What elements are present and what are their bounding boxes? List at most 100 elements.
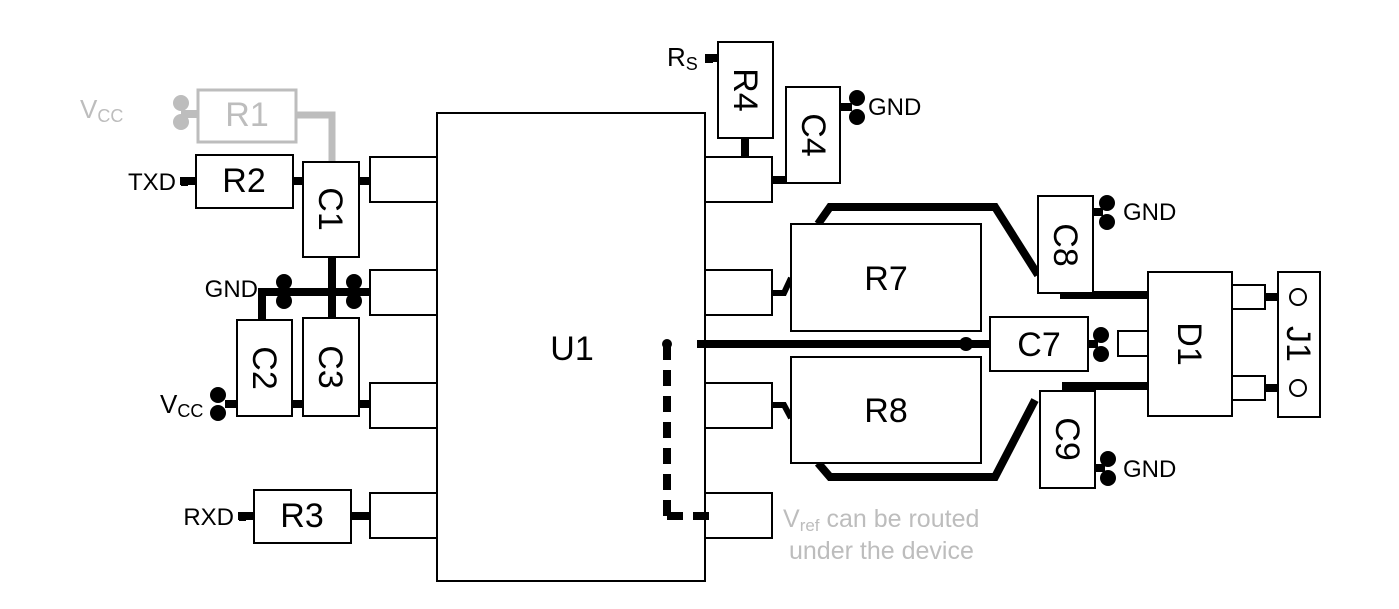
c3-group: C3 bbox=[302, 317, 360, 417]
c9-group: C9 bbox=[1039, 390, 1096, 489]
c3-component bbox=[302, 317, 360, 417]
c8-group: C8 bbox=[1037, 195, 1094, 294]
rxd-label: RXD bbox=[183, 504, 234, 531]
gnd-label-c8: GND bbox=[1123, 199, 1176, 226]
rs-pad bbox=[705, 54, 713, 63]
r3-group: R3 bbox=[253, 489, 352, 544]
gnd-via-2-top bbox=[346, 274, 362, 290]
u1-pin-left-3 bbox=[369, 382, 438, 429]
d1-label: D1 bbox=[1170, 322, 1208, 365]
left-traces bbox=[180, 177, 370, 520]
c4-group: C4 bbox=[785, 86, 841, 184]
gnd-via-1-top bbox=[276, 274, 292, 290]
u1-pin-left-4 bbox=[369, 492, 438, 539]
rs-main: R bbox=[667, 42, 686, 72]
gnd-via-2-bottom bbox=[346, 293, 362, 309]
vref-corner-dot bbox=[662, 339, 672, 349]
r4-group: R4 bbox=[717, 41, 774, 139]
r1-optional-group: R1 VCC bbox=[80, 88, 336, 163]
txd-label: TXD bbox=[128, 169, 176, 196]
r8-c9-trace bbox=[814, 398, 1039, 481]
d1-pad-right-bottom bbox=[1231, 375, 1266, 401]
d1-group: D1 bbox=[1117, 271, 1266, 417]
d1-component bbox=[1147, 271, 1233, 417]
c7-group: C7 bbox=[989, 316, 1089, 372]
r1-label: R1 bbox=[225, 96, 268, 134]
vcc-left-main: V bbox=[160, 389, 178, 419]
c9-gnd-via-top bbox=[1100, 451, 1116, 467]
gnd-label-left: GND bbox=[205, 276, 258, 303]
u1-r7-trace bbox=[772, 276, 794, 296]
vcc-top-sub: CC bbox=[97, 106, 123, 126]
gnd-label-c9: GND bbox=[1123, 456, 1176, 483]
c8-label: C8 bbox=[1046, 223, 1084, 266]
rs-sub: S bbox=[686, 54, 698, 74]
d1-pad-left bbox=[1117, 330, 1149, 357]
vref-sub: ref bbox=[800, 516, 820, 535]
r4-label: R4 bbox=[726, 68, 764, 111]
vref-note-line-1: Vref can be routed bbox=[783, 505, 979, 535]
c8-gnd-via-bottom bbox=[1099, 214, 1115, 230]
vcc-label-left: VCC bbox=[160, 389, 203, 421]
r7-c8-trace bbox=[814, 203, 1042, 278]
r8-label: R8 bbox=[864, 392, 907, 430]
left-vias bbox=[181, 177, 362, 521]
r3-label: R3 bbox=[280, 497, 323, 535]
rxd-pad bbox=[239, 512, 246, 521]
c2-group: C2 bbox=[236, 319, 293, 417]
u1-pin-left-1 bbox=[369, 156, 438, 203]
j1-pin-2 bbox=[1289, 379, 1307, 397]
u1-pin-right-3 bbox=[704, 382, 773, 429]
rs-label: RS bbox=[667, 42, 698, 74]
u1-pin-left-2 bbox=[369, 269, 438, 316]
r7-component bbox=[790, 223, 982, 332]
c9-label: C9 bbox=[1048, 417, 1086, 460]
j1-group: J1 bbox=[1277, 271, 1321, 418]
u1-label: U1 bbox=[550, 330, 593, 368]
vcc-via-bottom bbox=[210, 405, 226, 421]
right-vias bbox=[1093, 195, 1116, 486]
vcc-label-top: VCC bbox=[80, 94, 123, 126]
r1-via-top bbox=[173, 95, 189, 111]
u1-pin-right-1 bbox=[704, 156, 773, 203]
r2-label: R2 bbox=[222, 162, 265, 200]
vcc-top-main: V bbox=[80, 94, 98, 124]
c1-component bbox=[302, 161, 360, 258]
vcc-left-sub: CC bbox=[177, 401, 203, 421]
c9-component bbox=[1039, 390, 1096, 489]
r7-group: R7 bbox=[790, 223, 982, 332]
u1-body bbox=[436, 112, 706, 582]
r3-component bbox=[253, 489, 352, 544]
c4-component bbox=[785, 86, 841, 184]
r2-group: R2 bbox=[195, 154, 294, 209]
c2-label: C2 bbox=[245, 346, 283, 389]
vcc-via-top bbox=[210, 387, 226, 403]
u1-pin-right-4 bbox=[704, 492, 773, 539]
j1-pin-1 bbox=[1289, 288, 1307, 306]
gnd-label-c4: GND bbox=[868, 94, 921, 121]
u1-r8-trace bbox=[772, 402, 794, 420]
c1-group: C1 bbox=[302, 161, 360, 258]
d1-pad-right-top bbox=[1231, 284, 1266, 310]
r7-r8-junction bbox=[959, 337, 973, 351]
c7-gnd-via-bottom bbox=[1093, 346, 1109, 362]
r8-component bbox=[790, 356, 982, 464]
r2-component bbox=[195, 154, 294, 209]
u1-pin-right-2 bbox=[704, 269, 773, 316]
r1-trace bbox=[296, 111, 336, 163]
c7-component bbox=[989, 316, 1089, 372]
c2-component bbox=[236, 319, 293, 417]
c1-label: C1 bbox=[311, 187, 349, 230]
c3-label: C3 bbox=[311, 345, 349, 388]
c7-label: C7 bbox=[1017, 326, 1060, 364]
c8-gnd-via-top bbox=[1099, 195, 1115, 211]
vref-main: V bbox=[783, 505, 800, 533]
j1-label: J1 bbox=[1279, 326, 1317, 362]
vref-note-line-2: under the device bbox=[789, 537, 974, 565]
u1-group: U1 bbox=[369, 112, 773, 582]
c8-component bbox=[1037, 195, 1094, 294]
c9-gnd-via-bottom bbox=[1100, 470, 1116, 486]
right-traces bbox=[662, 203, 1290, 520]
c4-label: C4 bbox=[794, 113, 832, 156]
r8-group: R8 bbox=[790, 356, 982, 464]
